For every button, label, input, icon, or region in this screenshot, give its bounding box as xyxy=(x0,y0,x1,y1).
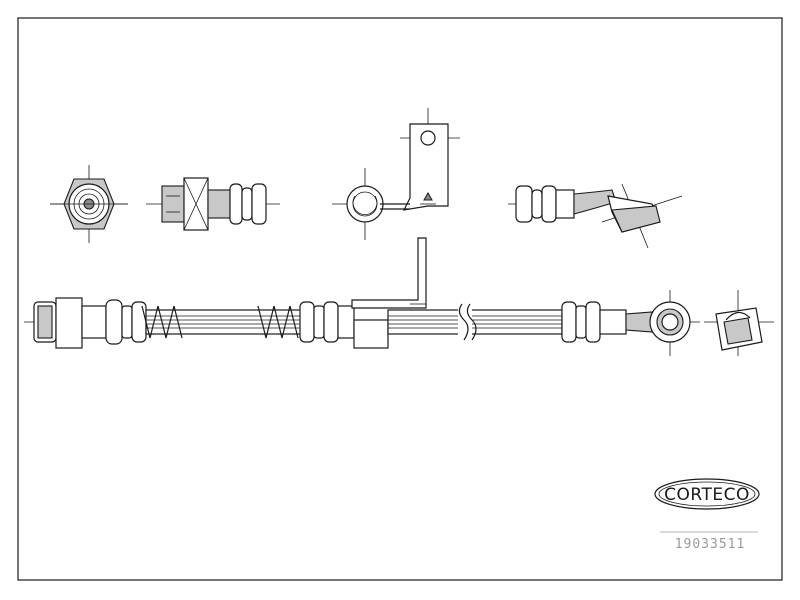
angled-end-fitting xyxy=(508,183,683,249)
corteco-logo: CORTECO xyxy=(654,478,760,510)
drawing-frame xyxy=(17,17,783,581)
part-number: 19033511 xyxy=(675,537,746,552)
logo-text: CORTECO xyxy=(664,485,750,505)
bracket-detail xyxy=(332,108,460,240)
hex-nut-end-view xyxy=(50,165,128,243)
fitting-side-view xyxy=(146,177,280,231)
brake-hose-assembly xyxy=(24,237,700,356)
small-nut-detail xyxy=(704,290,774,356)
